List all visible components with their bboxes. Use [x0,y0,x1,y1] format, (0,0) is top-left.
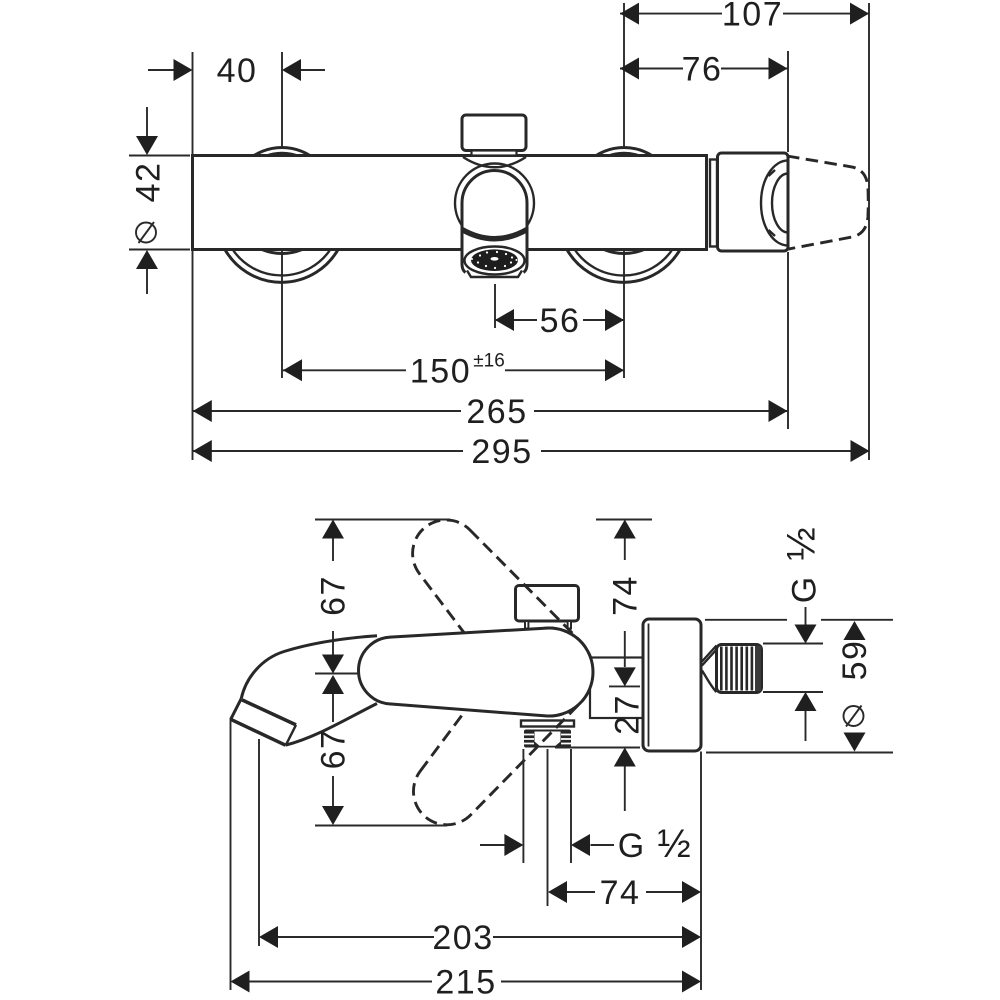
svg-text:76: 76 [682,51,723,89]
svg-text:40: 40 [217,52,258,90]
svg-text:215: 215 [435,964,496,1000]
svg-text:42: 42 [130,162,168,203]
svg-text:G: G [786,577,824,603]
svg-text:74: 74 [600,874,641,912]
svg-text:56: 56 [540,302,581,340]
svg-text:150: 150 [410,352,471,390]
svg-text:203: 203 [432,919,493,957]
svg-text:27: 27 [609,694,647,735]
svg-text:G: G [618,827,644,865]
svg-text:59: 59 [836,640,874,681]
svg-text:107: 107 [722,0,783,34]
svg-text:295: 295 [471,433,532,471]
svg-text:67: 67 [315,575,353,616]
svg-text:67: 67 [315,729,353,770]
svg-text:½: ½ [657,822,690,866]
svg-text:265: 265 [466,393,527,431]
svg-text:±16: ±16 [473,351,505,372]
svg-text:74: 74 [606,575,644,616]
svg-text:½: ½ [780,527,824,560]
